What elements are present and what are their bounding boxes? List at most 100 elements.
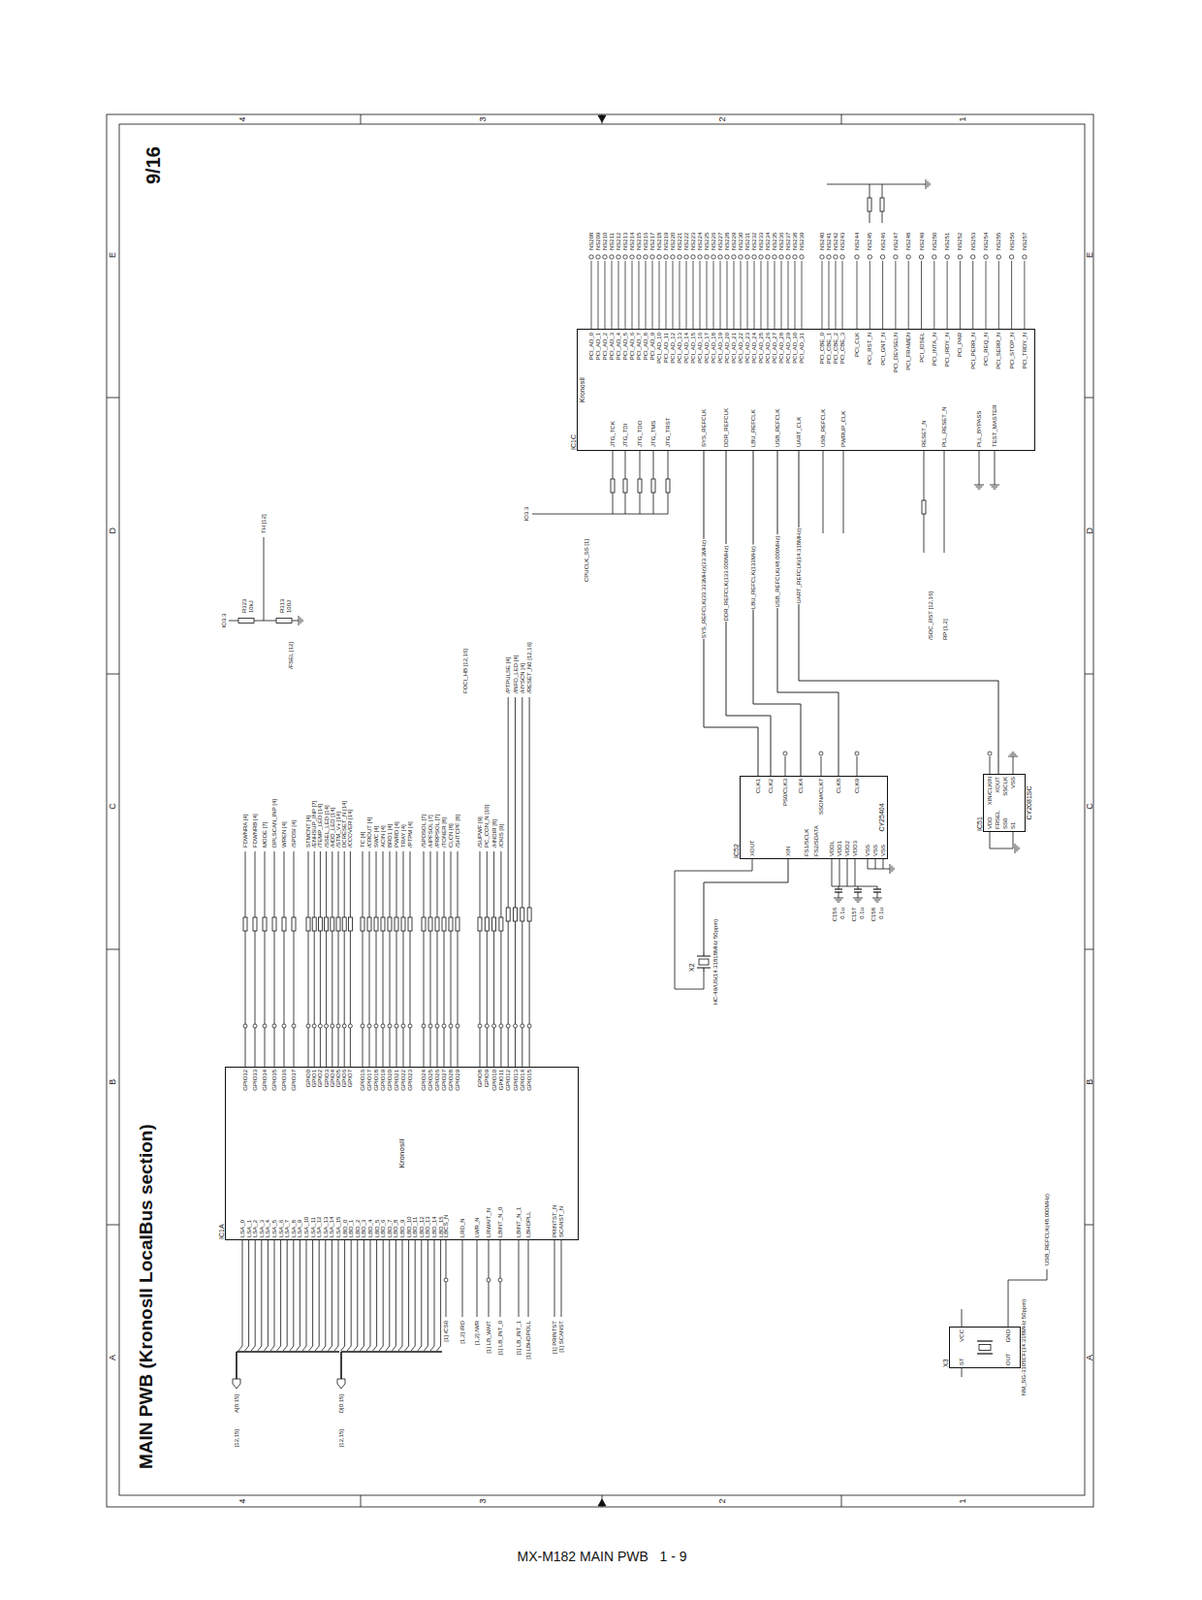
pin-name: GPIO26 [434,1069,441,1091]
wire [314,851,316,1067]
signal-name: CLCN [8] [447,822,454,848]
test-point [684,254,689,259]
ic-box: IC51CY2081SC [982,773,1026,832]
pin-name: JTG_TDI [622,423,629,447]
wire [423,851,425,1067]
wire [254,1239,256,1346]
pin-name: VDD [986,816,993,829]
wire [434,1239,436,1346]
ground-symbol [925,179,927,190]
wire [752,858,754,871]
pin-name: PCI_AD_14 [683,332,690,364]
signal-name: FDWNRB [4] [252,813,258,848]
ground-symbol [853,897,863,899]
net-label: CPUCLK_SS [1] [583,538,590,582]
pin-name: LBD_4 [367,1219,374,1237]
pin-name: CLK2 [767,778,774,793]
grid-letter: E [108,252,118,258]
grid-tick [841,114,843,125]
pin-name: PCI_AD_8 [642,332,649,360]
test-point [854,751,859,756]
signal-name: /HDD_LED [14] [329,807,336,848]
clock-line [726,450,771,776]
pin-name: GPIO22 [400,1069,407,1091]
signal-name: /INFO_LED [4] [512,655,519,694]
frame-border [119,124,1085,1495]
bus-line [340,1351,343,1379]
resistor-symbol [637,478,642,493]
test-point [752,254,757,259]
test-point [272,1023,277,1028]
wire [350,1239,352,1346]
net-label: R313 [279,599,285,613]
test-point [367,1023,372,1028]
test-point [262,1023,267,1028]
test-point [987,751,992,756]
test-point [664,254,668,259]
grid-number: 4 [238,116,248,122]
wire [370,1239,372,1346]
wire [353,1345,358,1351]
part-number: CY25404 [878,802,886,831]
capacitor-symbol [854,887,862,889]
grid-tick [841,1494,843,1507]
wire [321,1345,326,1351]
pin-name: PCI_AD_7 [635,332,642,360]
wire [856,260,858,329]
ground-symbol [1016,845,1018,853]
wire [514,696,516,1067]
grid-letter: E [1085,252,1095,258]
pin-name: LBD_11 [411,1216,418,1237]
pin-name: LSA_5 [271,1219,278,1237]
wire [274,1239,276,1346]
signal-name: /SPDSOL [7] [420,814,427,848]
pin-name: LSA_3 [258,1219,265,1237]
test-point [945,254,949,259]
test-point [324,1023,329,1028]
pin-name: PCI_CBE_2 [832,332,839,364]
pin-name: LBD_8 [392,1219,399,1237]
resistor-symbol [330,917,335,931]
test-point-label: NS252 [956,232,963,251]
net-label: 0.1u [839,907,846,919]
pin-name: PCI_AD_16 [696,332,703,364]
test-point-label: NS232 [751,232,758,251]
test-point [602,254,607,259]
wire [414,1239,416,1346]
test-point [1009,254,1013,259]
pin-name: LBD_15 [438,1215,444,1237]
test-point [374,1023,379,1028]
test-point-label: NS253 [970,232,977,251]
ground-symbol [978,488,981,490]
pin-name: JTG_TDO [636,420,643,447]
wire [318,1239,320,1346]
wire [611,260,613,329]
ground-symbol [300,617,302,625]
ground-symbol [856,901,860,903]
pin-name: SCANST_N [558,1205,565,1237]
pin-name: PCI_AD_15 [690,332,696,364]
test-point-label: NS234 [764,232,771,251]
resistor-symbol [477,917,482,931]
grid-number: 2 [718,1497,728,1503]
test-point-label: NS237 [785,232,791,251]
resistor-symbol [499,917,504,931]
net-label: 10kJ [248,600,254,613]
pin-name: CLK1 [755,778,761,793]
pin-name: SYS_REFCLK [700,409,707,447]
ground-symbol [1008,756,1018,758]
resistor-symbol [360,917,365,931]
pin-name: LSA_4 [264,1219,271,1237]
wire [369,851,371,1067]
pin-name: CLK8 [835,778,842,793]
resistor-symbol [387,917,392,931]
page-footer: MX-M182 MAIN PWB 1 - 9 [516,1549,687,1563]
wire [264,851,266,1067]
wire [1008,1279,1047,1281]
test-point-label: NS254 [982,232,989,251]
wire [839,858,841,886]
clock-line [798,450,999,774]
ground-symbol [927,181,929,189]
crystal-outline [696,967,711,969]
resistor-symbol [272,917,277,931]
